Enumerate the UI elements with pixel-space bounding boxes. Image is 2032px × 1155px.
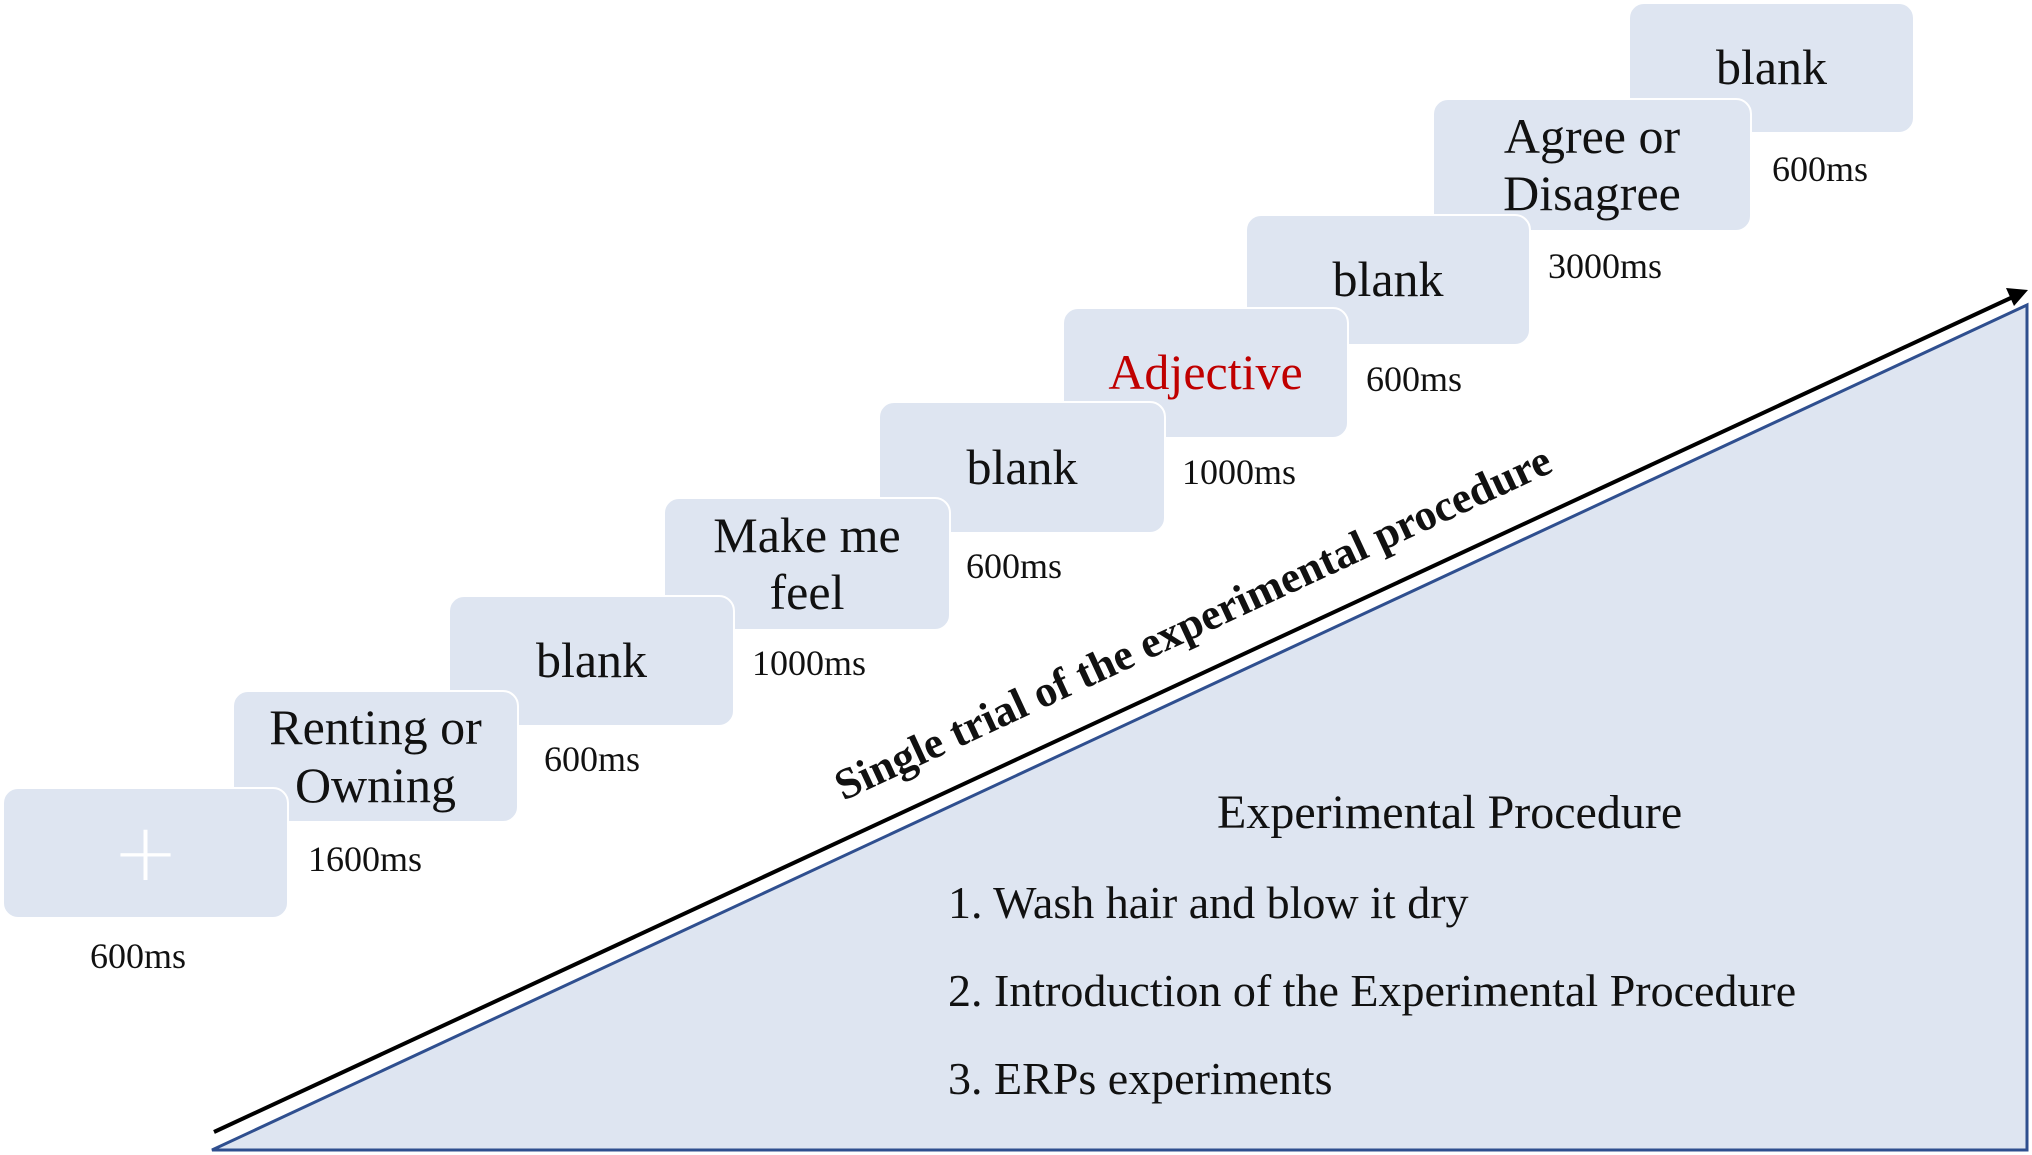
procedure-item-2: 2. Introduction of the Experimental Proc… <box>948 965 1797 1016</box>
step-card-adjective: Adjective <box>1062 307 1349 439</box>
step-card-fixation: + <box>2 787 289 919</box>
duration-blank-7: 600ms <box>1366 359 1463 399</box>
fixation-cross-icon: + <box>111 806 180 899</box>
procedure-title: Experimental Procedure <box>1217 786 1683 839</box>
duration-blank-9: 600ms <box>1772 149 1869 189</box>
step-card-agree-disagree: Agree or Disagree <box>1432 98 1752 232</box>
duration-agree-disagree: 3000ms <box>1548 246 1663 286</box>
duration-blank-5: 600ms <box>966 546 1063 586</box>
duration-adjective: 1000ms <box>1182 452 1297 492</box>
duration-blank-3: 600ms <box>544 739 641 779</box>
procedure-triangle <box>211 302 2029 1152</box>
procedure-item-3: 3. ERPs experiments <box>948 1053 1333 1104</box>
trial-arrow-line <box>213 294 2016 1134</box>
duration-make-me-feel: 1000ms <box>752 643 867 683</box>
duration-renting-owning: 1600ms <box>308 839 423 879</box>
trial-arrow-head <box>2006 288 2028 306</box>
procedure-item-1: 1. Wash hair and blow it dry <box>948 877 1469 928</box>
duration-fixation: 600ms <box>90 936 187 976</box>
